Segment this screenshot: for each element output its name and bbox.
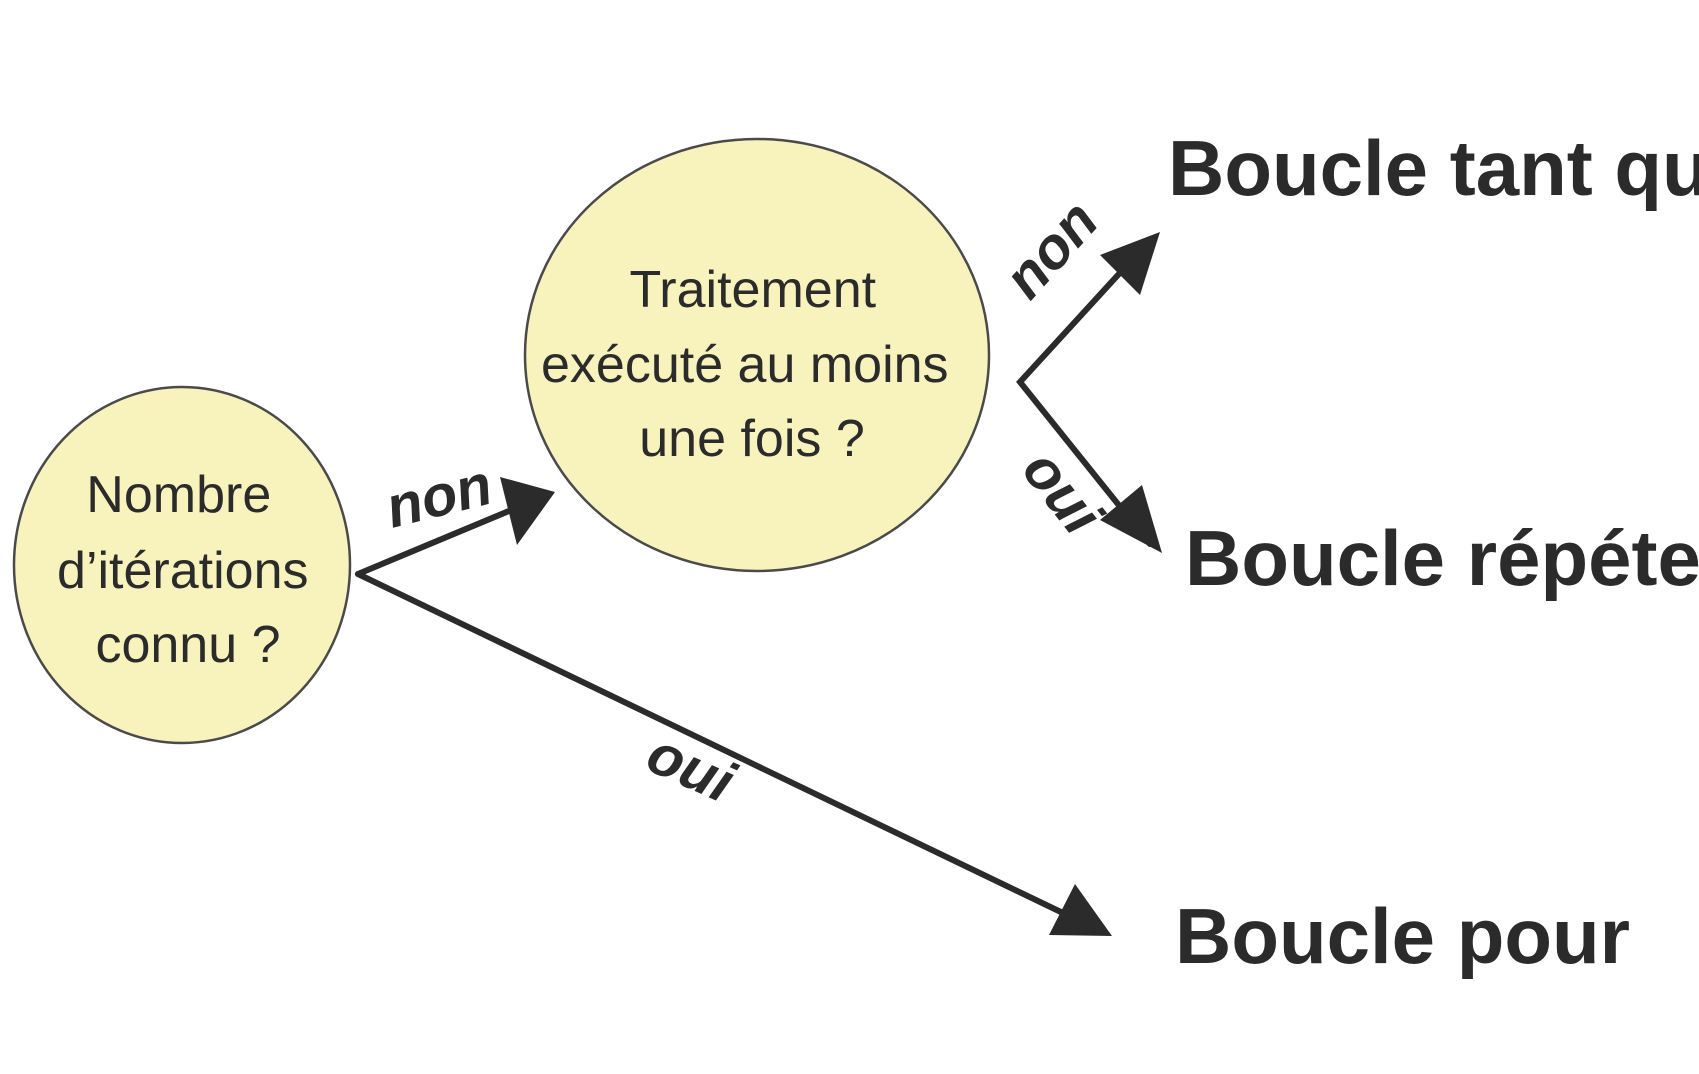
svg-text:Traitement exécuté au mo: Traitement exécuté au moins une fois ? (541, 261, 963, 468)
edge-label-q1-to-pour: oui (638, 720, 746, 816)
decision-node-iterations-known-circle (12, 385, 352, 745)
outcome-repeter: Boucle répéter (1185, 514, 1699, 602)
edge-label-q1-to-q2: non (379, 452, 498, 541)
arrowhead-to-q2 (500, 477, 555, 545)
arrowhead-to-pour (1049, 884, 1112, 936)
outcome-pour: Boucle pour (1175, 892, 1630, 980)
edge-label-q2-to-repeter: oui (1010, 438, 1116, 548)
arrowheads (500, 232, 1162, 936)
decision-node-executed-once-circle (523, 137, 991, 573)
arrowhead-to-repeter (1100, 485, 1162, 553)
svg-text:Nombre d’itérations: Nombre d’itérations connu ? (57, 466, 323, 674)
node2-line1: Traitement (629, 261, 876, 319)
edge-label-q2-to-tant-que: non (991, 188, 1110, 310)
arrowhead-to-tant-que (1100, 232, 1160, 295)
node2-line3: une fois ? (639, 410, 865, 468)
node2-line2: exécuté au moins (541, 336, 949, 394)
edge-q1-to-pour (355, 571, 1093, 929)
node1-line1: Nombre (86, 466, 271, 524)
decision-node-executed-once: Traitement exécuté au moins une fois ? (523, 137, 991, 573)
edge-q2-branches (1016, 237, 1153, 547)
outcome-tant-que: Boucle tant que (1168, 124, 1699, 212)
decision-node-iterations-known: Nombre d’itérations connu ? (12, 385, 352, 745)
node1-line2: d’itérations (57, 542, 308, 600)
node1-line3: connu ? (95, 616, 280, 674)
